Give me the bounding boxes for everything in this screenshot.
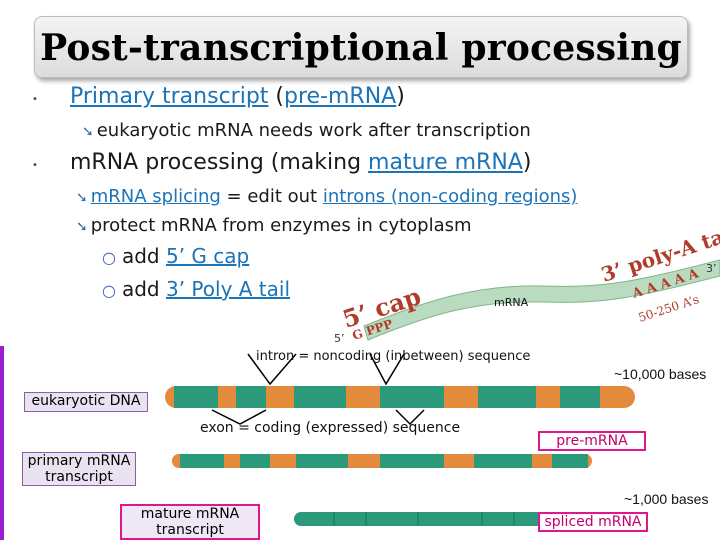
exon-block	[180, 454, 224, 468]
sub-bullet-splicing: ➘mRNA splicing = edit out introns (non-c…	[76, 186, 577, 207]
sub-bullet-protect: ➘protect mRNA from enzymes in cytoplasm	[76, 215, 472, 236]
mrna-splicing-link[interactable]: mRNA splicing	[90, 186, 221, 207]
bullet-text: )	[396, 84, 405, 109]
bullet-mrna-processing: mRNA processing (making mature mRNA)	[70, 150, 531, 175]
bullet-dot: •	[32, 94, 38, 105]
circle-bullet-icon: ○	[102, 248, 116, 267]
exon-block	[294, 386, 346, 408]
poly-a-tail-link[interactable]: 3’ Poly A tail	[165, 277, 291, 301]
splicing-figure: intron = noncoding (inbetween) sequence …	[4, 346, 720, 540]
intron-label: intron = noncoding (inbetween) sequence	[256, 349, 531, 364]
arrow-bullet-icon: ➘	[76, 219, 88, 235]
sub-bullet-text: add	[121, 244, 166, 268]
exon-pointer	[395, 409, 425, 426]
sub-bullet-text: = edit out	[220, 186, 323, 207]
sub-bullet-text: add	[121, 277, 166, 301]
three-prime-label: 3’	[706, 262, 717, 275]
dna-bases-label: ~10,000 bases	[614, 366, 707, 382]
bullet-dot: •	[32, 160, 38, 171]
arrow-bullet-icon: ➘	[76, 190, 88, 206]
intron-pointer	[247, 353, 297, 386]
circle-bullet-icon: ○	[102, 281, 116, 300]
sub-bullet-text: protect mRNA from enzymes in cytoplasm	[90, 215, 472, 236]
spliced-mrna-label: spliced mRNA	[538, 512, 648, 532]
bullet-text: )	[522, 150, 532, 175]
g-cap-link[interactable]: 5’ G cap	[165, 244, 250, 268]
sub-bullet-text: eukaryotic mRNA needs work after transcr…	[96, 120, 531, 141]
exon-pointer	[211, 409, 267, 425]
pre-mrna-link[interactable]: pre-mRNA	[284, 84, 397, 109]
spliced-mrna-bar	[294, 512, 544, 526]
mature-bases-label: ~1,000 bases	[624, 491, 709, 507]
sub-bullet-eukaryotic: ➘eukaryotic mRNA needs work after transc…	[82, 120, 531, 141]
sub-bullet-polya: ○ add 3’ Poly A tail	[102, 277, 290, 301]
exon-block	[478, 386, 536, 408]
mrna-cap-tail-figure: 5’ cap G PPP 5’ mRNA 3’ poly-A tail 3’ A…	[334, 232, 720, 345]
exon-block	[174, 386, 218, 408]
exon-block	[474, 454, 532, 468]
mrna-label: mRNA	[494, 296, 529, 309]
introns-link[interactable]: introns (non-coding regions)	[322, 186, 578, 207]
five-prime-label: 5’	[334, 332, 345, 345]
exon-label: exon = coding (expressed) sequence	[200, 420, 461, 436]
exon-block	[236, 386, 266, 408]
bullet-primary-transcript: Primary transcript (pre-mRNA)	[70, 84, 405, 109]
intron-pointer	[369, 353, 405, 386]
pre-mrna-label: pre-mRNA	[538, 431, 646, 451]
bullet-text: mRNA processing (making	[70, 150, 369, 175]
title-banner: Post-transcriptional processing	[34, 16, 688, 78]
primary-transcript-link[interactable]: Primary transcript	[70, 84, 269, 109]
exon-block	[296, 454, 348, 468]
mature-transcript-label: mature mRNA transcript	[120, 504, 260, 540]
eukaryotic-dna-label: eukaryotic DNA	[24, 392, 148, 412]
exon-block	[240, 454, 270, 468]
mature-mrna-link[interactable]: mature mRNA	[368, 150, 523, 175]
primary-transcript-label: primary mRNA transcript	[22, 452, 136, 486]
splicing-diagram	[165, 353, 635, 526]
sub-bullet-cap: ○ add 5’ G cap	[102, 244, 249, 268]
arrow-bullet-icon: ➘	[82, 124, 94, 140]
slide-title: Post-transcriptional processing	[40, 27, 682, 69]
exon-block	[380, 454, 444, 468]
exon-block	[552, 454, 588, 468]
exon-block	[560, 386, 600, 408]
exon-block	[380, 386, 444, 408]
bullet-text: (	[268, 84, 284, 109]
